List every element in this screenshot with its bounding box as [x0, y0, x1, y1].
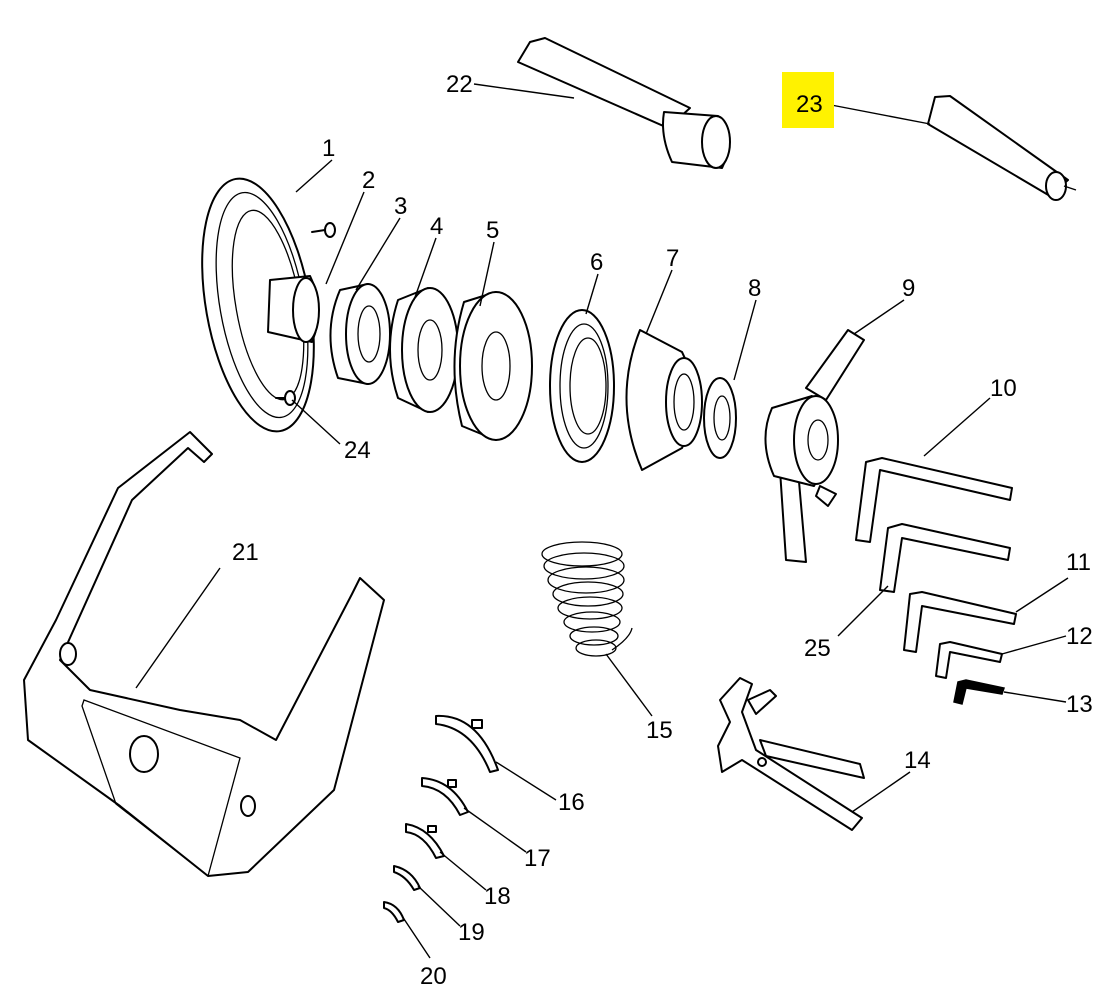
part-9-wing-nut [764, 329, 865, 563]
part-10-allen-key [855, 457, 1013, 543]
part-15-spring [541, 541, 633, 657]
label-20: 20 [420, 963, 447, 990]
highlight-marker [782, 72, 834, 128]
part-23-pin [927, 95, 1077, 201]
part-4-cone [389, 287, 459, 413]
part-labels: 1 2 3 4 5 6 7 8 9 10 11 12 13 14 15 16 1… [232, 71, 1093, 990]
leader-lines [135, 83, 1069, 959]
part-17-clamp [421, 777, 469, 816]
part-5-cone [453, 291, 533, 441]
part-8-small-ring [703, 377, 737, 459]
label-22: 22 [446, 71, 473, 98]
label-25: 25 [804, 635, 831, 662]
part-14-bracket [717, 677, 865, 831]
part-11-allen-key [903, 591, 1017, 653]
label-3: 3 [394, 193, 407, 220]
label-8: 8 [748, 275, 761, 302]
part-16-clamp [435, 714, 499, 773]
label-18: 18 [484, 883, 511, 910]
part-18-clamp [405, 823, 445, 859]
label-13: 13 [1066, 691, 1093, 718]
part-1-backing-plate [201, 177, 320, 433]
label-6: 6 [590, 249, 603, 276]
label-10: 10 [990, 375, 1017, 402]
part-2-screw [311, 222, 336, 238]
label-12: 12 [1066, 623, 1093, 650]
part-3-cone [329, 283, 391, 385]
label-24: 24 [344, 437, 371, 464]
part-19-clamp [393, 865, 421, 891]
label-16: 16 [558, 789, 585, 816]
label-2: 2 [362, 167, 375, 194]
label-15: 15 [646, 717, 673, 744]
part-24-screw [275, 390, 296, 406]
part-13-allen-key [953, 679, 1005, 705]
label-14: 14 [904, 747, 931, 774]
label-23: 23 [796, 91, 823, 118]
label-7: 7 [666, 245, 679, 272]
part-25-allen-key [879, 523, 1011, 593]
label-5: 5 [486, 217, 499, 244]
part-6-ring [549, 309, 615, 463]
label-11: 11 [1066, 549, 1091, 576]
label-19: 19 [458, 919, 485, 946]
part-21-frame [23, 431, 385, 878]
part-7-cup [625, 329, 703, 471]
part-20-clamp [383, 901, 405, 923]
label-21: 21 [232, 539, 259, 566]
part-22-handle [517, 37, 731, 169]
label-17: 17 [524, 845, 551, 872]
part-12-allen-key [935, 641, 1003, 679]
label-9: 9 [902, 275, 915, 302]
label-4: 4 [430, 213, 443, 240]
label-1: 1 [322, 135, 335, 162]
